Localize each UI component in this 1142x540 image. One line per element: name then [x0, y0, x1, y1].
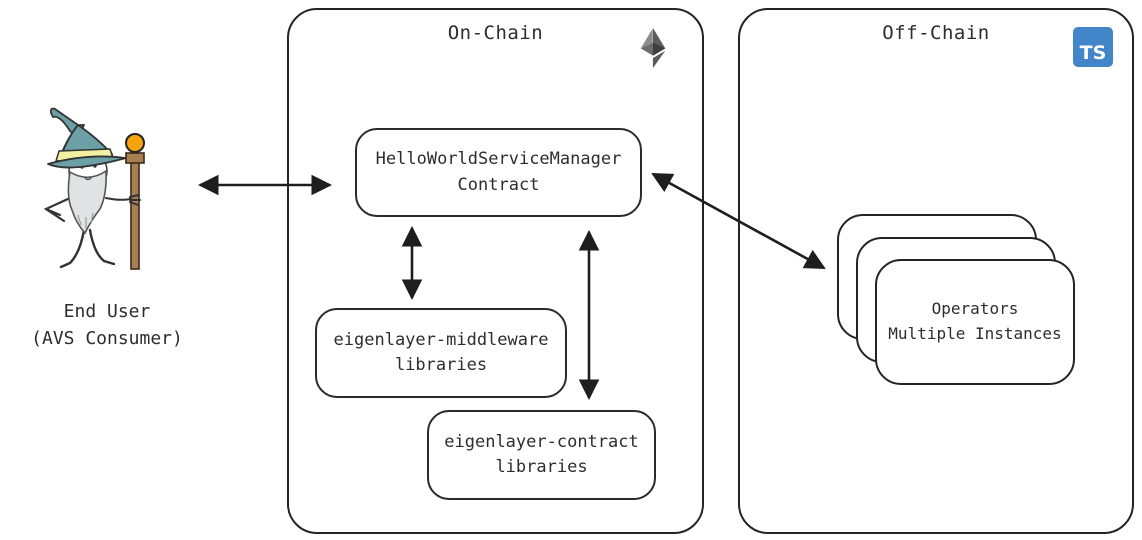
contract-line1: eigenlayer-contract: [444, 431, 639, 452]
wizard-leg: [88, 228, 116, 266]
typescript-label: TS: [1079, 42, 1107, 64]
beard-strands: [77, 212, 94, 229]
operator-instance-front: Operators Multiple Instances: [875, 259, 1075, 385]
operators-line1: Operators: [931, 299, 1019, 319]
operators-line2: Multiple Instances: [888, 324, 1062, 343]
service-manager-line2: Contract: [457, 174, 540, 195]
end-user-label: End User (AVS Consumer): [2, 298, 212, 352]
contract-libraries-node: eigenlayer-contract libraries: [427, 410, 656, 500]
wizard-illustration: [43, 107, 145, 270]
service-manager-line1: HelloWorldServiceManager: [375, 149, 622, 169]
middleware-libraries-node: eigenlayer-middleware libraries: [315, 308, 567, 398]
wizard-arm: [43, 196, 72, 223]
on-chain-title: On-Chain: [447, 22, 544, 44]
middleware-line1: eigenlayer-middleware: [333, 329, 549, 350]
service-manager-node: HelloWorldServiceManager Contract: [355, 128, 642, 217]
end-user-line2: (AVS Consumer): [31, 328, 183, 349]
end-user-line1: End User: [63, 301, 151, 322]
typescript-icon: TS: [1073, 27, 1113, 67]
off-chain-title: Off-Chain: [882, 22, 990, 44]
staff-icon: [125, 133, 145, 270]
wizard-arm: [105, 194, 141, 206]
wizard-hat: [47, 107, 127, 169]
wizard-smile: [84, 177, 92, 181]
wizard-leg: [59, 228, 86, 269]
middleware-line2: libraries: [394, 355, 488, 375]
ethereum-icon: [640, 28, 666, 68]
wizard-beard: [67, 169, 107, 235]
contract-line2: libraries: [495, 457, 588, 477]
